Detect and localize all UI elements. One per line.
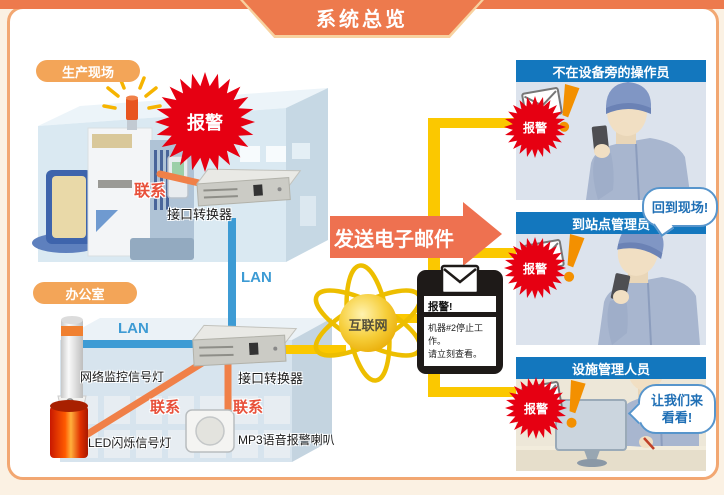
contact-label-production: 联系	[134, 183, 167, 200]
bubble-text-line2: 看看!	[661, 410, 693, 425]
envelope-icon	[440, 264, 480, 295]
office-area-label: 办公室	[65, 286, 105, 302]
page-title: 系统总览	[316, 9, 408, 31]
send-email-label: 发送电子邮件	[334, 229, 454, 251]
speech-bubble-return-to-site: 回到现场!	[642, 187, 718, 237]
message-header: 报警!	[428, 301, 453, 313]
cnc-machine	[32, 127, 194, 260]
area-pill-production: 生产现场	[36, 60, 140, 82]
contact-label-led: 联系	[150, 399, 181, 416]
operator-illustration	[586, 82, 691, 200]
network-signal-tower	[57, 316, 87, 415]
site-manager-illustration	[598, 234, 700, 345]
led-flash-light	[50, 400, 88, 458]
alarm-label: 报警	[523, 401, 548, 416]
internet-label: 互联网	[348, 318, 388, 333]
lan-line-production	[228, 218, 236, 330]
message-body: 机器#2停止工作。 请立刻查看。	[428, 322, 498, 361]
link-converter-internet	[282, 345, 346, 354]
lan-label-production: LAN	[241, 269, 272, 286]
exclamation-icon	[566, 380, 586, 428]
link-branch-1	[428, 118, 522, 128]
area-pill-office: 办公室	[33, 282, 137, 304]
alarm-label: 报警	[187, 113, 223, 133]
panel-header-operator: 不在设备旁的操作员	[516, 60, 706, 82]
contact-label-speaker: 联系	[233, 399, 264, 416]
panel-title: 到站点管理员	[571, 216, 650, 232]
alarm-label: 报警	[522, 120, 547, 135]
lan-label-office: LAN	[118, 320, 149, 337]
message-line-2: 请立刻查看。	[428, 349, 483, 359]
alarm-label: 报警	[522, 261, 547, 276]
panel-title: 设施管理人员	[571, 361, 650, 377]
alarm-starburst-production: 报警	[155, 72, 255, 172]
bubble-text: 回到现场!	[651, 199, 709, 215]
alarm-starburst-facility-manager: 报警	[505, 377, 567, 439]
mp3-alarm-speaker	[185, 409, 235, 453]
interface-converter-office	[191, 324, 298, 367]
converter-label-production: 接口转换器	[167, 207, 233, 222]
alarm-message-device	[417, 264, 503, 374]
contact-line-led	[74, 356, 211, 444]
send-email-arrow	[330, 202, 502, 266]
title-banner: 系统总览	[240, 0, 484, 38]
alarm-starburst-operator: 报警	[504, 96, 566, 158]
title-banner-inner: 系统总览	[243, 0, 481, 35]
interface-converter-production	[195, 168, 302, 207]
network-light-label: 网络监控信号灯	[80, 370, 165, 384]
message-line-1: 机器#2停止工作。	[428, 323, 484, 346]
flash-rays-icon	[102, 76, 162, 110]
converter-label-office: 接口转换器	[238, 371, 304, 386]
panel-title: 不在设备旁的操作员	[552, 64, 670, 80]
alarm-starburst-site-manager: 报警	[504, 237, 566, 299]
panel-header-facility-manager: 设施管理人员	[516, 357, 706, 379]
lan-line-office	[70, 340, 196, 348]
led-light-label: LED闪烁信号灯	[88, 436, 172, 450]
production-area-label: 生产现场	[61, 64, 114, 80]
speaker-label: MP3语音报警喇叭	[238, 433, 335, 447]
bubble-text-line1: 让我们来	[650, 393, 703, 408]
speech-bubble-take-a-look: 让我们来 看看!	[627, 384, 716, 434]
machine-beacon-light	[102, 76, 162, 130]
exclamation-icon	[564, 234, 585, 282]
link-branch-3	[428, 387, 522, 397]
